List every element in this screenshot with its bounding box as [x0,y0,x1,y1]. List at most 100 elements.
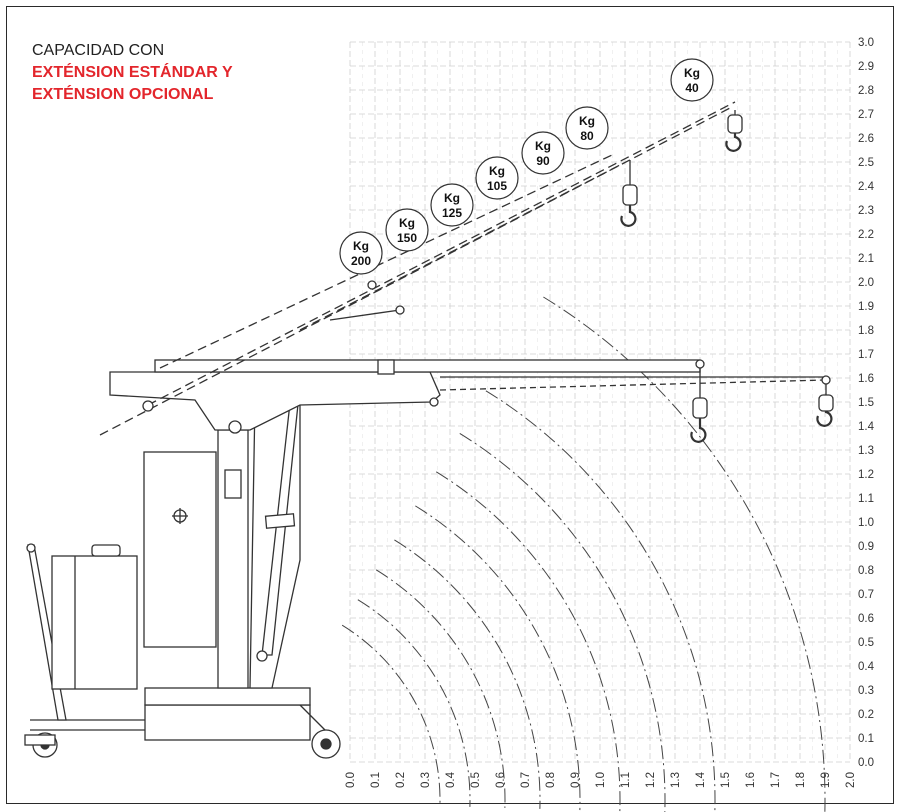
x-tick-label: 0.2 [395,772,407,788]
load-badge-unit: Kg [353,239,369,253]
load-badge-value: 90 [536,154,550,168]
y-tick-label: 2.9 [858,61,874,73]
y-tick-label: 0.9 [858,541,874,553]
y-tick-label: 0.7 [858,589,874,601]
reach-arcs [341,296,826,812]
y-tick-label: 2.4 [858,181,875,193]
y-tick-label: 2.6 [858,133,874,145]
x-tick-label: 0.4 [445,771,457,788]
title-block: CAPACIDAD CON EXTÉNSION ESTÁNDAR Y EXTÉN… [32,40,233,106]
x-tick-label: 0.1 [370,772,382,788]
reach-arc [435,471,621,812]
load-badge-circle [565,106,609,150]
load-badge-unit: Kg [489,164,505,178]
load-badge-value: 150 [397,231,417,245]
y-tick-label: 2.1 [858,253,874,265]
x-tick-label: 1.8 [795,772,807,788]
reach-arc [485,390,716,812]
x-tick-label: 0.0 [345,772,357,788]
front-wheel-hub [320,738,332,750]
horizontal-boom [154,359,701,373]
x-tick-label: 2.0 [845,772,857,788]
cylinder-clamp [264,513,296,529]
y-tick-label: 0.5 [858,637,874,649]
load-badge-unit: Kg [399,216,415,230]
load-badge-circle [670,58,714,102]
load-badge-unit: Kg [579,114,595,128]
hook-raised-extended [725,110,743,152]
x-tick-label: 0.3 [420,772,432,788]
y-tick-label: 1.8 [858,325,874,337]
y-tick-label: 0.0 [858,757,874,769]
reach-arc [357,599,471,807]
x-tick-label: 1.3 [670,772,682,788]
x-tick-label: 0.5 [470,772,482,788]
x-tick-label: 0.9 [570,772,582,788]
x-tick-label: 0.6 [495,772,507,788]
y-tick-label: 0.2 [858,709,874,721]
x-tick-label: 0.8 [545,772,557,788]
y-tick-label: 2.0 [858,277,874,289]
battery-handle [91,544,121,557]
load-badge-circle [339,231,383,275]
raised-boom-upper [147,101,736,406]
boom-pivot [228,420,242,434]
extension-dashed [439,379,827,391]
y-tick-label: 1.0 [858,517,874,529]
y-tick-label: 0.1 [858,733,874,745]
y-tick-label: 0.6 [858,613,874,625]
load-badge-value: 200 [351,254,371,268]
grid [349,41,851,763]
reach-arc [459,432,666,812]
raised-boom-pin-2 [395,305,405,315]
y-tick-label: 0.8 [858,565,874,577]
title-line-2: EXTÉNSION ESTÁNDAR Y [32,64,233,81]
y-tick-label: 1.4 [858,421,875,433]
raised-boom-pin [367,280,377,290]
handle-knob [26,543,36,553]
x-tick-label: 1.6 [745,772,757,788]
x-tick-label: 1.5 [720,772,732,788]
y-tick-label: 2.8 [858,85,874,97]
y-tick-label: 1.9 [858,301,874,313]
load-badge-circle [521,131,565,175]
reach-arc [341,624,441,807]
mast-column [217,429,249,689]
raised-boom-link [329,309,401,321]
load-badge-unit: Kg [444,191,460,205]
boom-clamp [377,359,395,375]
x-tick-label: 1.9 [820,772,832,788]
title-line-3: EXTÉNSION OPCIONAL [32,86,214,103]
load-badge-unit: Kg [535,139,551,153]
y-tick-label: 1.7 [858,349,874,361]
boom-tip-pin [429,397,439,407]
x-tick-label: 1.4 [695,771,707,788]
raised-boom-standard [159,154,613,369]
crane-drawing [24,101,834,759]
raised-boom-pivot [142,400,154,412]
load-badge-circle [385,208,429,252]
x-tick-label: 1.7 [770,772,782,788]
load-badge-unit: Kg [684,66,700,80]
y-tick-label: 3.0 [858,37,874,49]
y-tick-label: 2.3 [858,205,874,217]
load-badge-circle [430,183,474,227]
x-tick-label: 1.2 [645,772,657,788]
y-tick-label: 2.5 [858,157,874,169]
rear-caster [24,734,56,746]
y-tick-label: 1.2 [858,469,874,481]
y-tick-label: 0.3 [858,685,874,697]
base-plate [144,687,311,706]
reach-arc [394,539,541,809]
hook-horizontal-extended [816,375,834,427]
x-tick-label: 1.1 [620,772,632,788]
hook-raised-standard [620,160,638,227]
y-tick-label: 1.6 [858,373,874,385]
y-tick-label: 1.1 [858,493,874,505]
